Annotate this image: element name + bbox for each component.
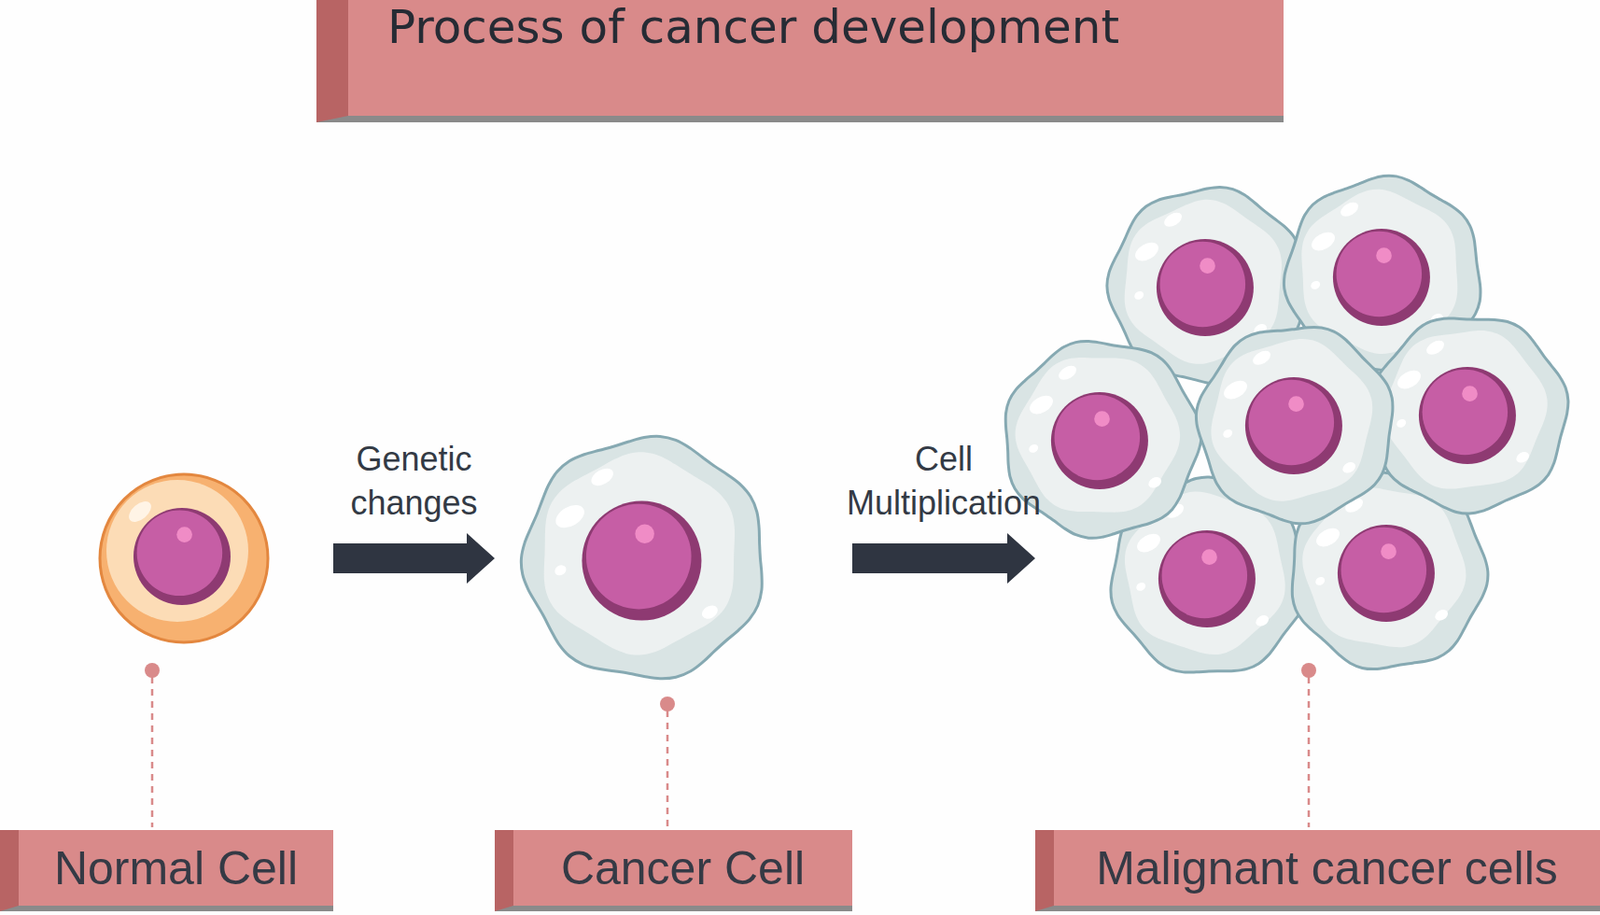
cell-highlight (1055, 363, 1079, 383)
nucleus-rim (1245, 377, 1343, 475)
nucleus-highlight (1199, 257, 1216, 274)
cell-highlight (1221, 377, 1251, 404)
cytoplasm (1383, 330, 1548, 490)
nucleus-highlight (176, 526, 193, 543)
cell-highlight (1249, 348, 1273, 368)
cell-highlight (588, 464, 617, 490)
nucleus-rim (133, 507, 231, 605)
normal-cell (99, 474, 268, 643)
cell-highlight (1340, 460, 1358, 476)
cell-highlight (1161, 210, 1184, 230)
arrow-label: Cell Multiplication (845, 437, 1042, 526)
process-arrow (852, 533, 1036, 584)
nucleus-rim (581, 501, 702, 621)
cell-highlight (1314, 575, 1327, 587)
nucleus (1162, 533, 1249, 619)
process-arrow (333, 533, 495, 584)
cell-highlight (1221, 427, 1235, 439)
cell-highlight (1135, 580, 1148, 592)
label-band: Malignant cancer cells (1035, 829, 1600, 912)
cell-stage: Cancer Cell (494, 504, 853, 912)
arrow-label-box: Genetic changes (274, 437, 555, 526)
cell-stage: Normal Cell (0, 504, 334, 912)
nucleus (1160, 241, 1247, 328)
cell-highlight (1026, 392, 1057, 419)
leader-dot (659, 696, 675, 712)
label-band: Cancer Cell (494, 829, 853, 912)
cell-highlight (1395, 417, 1408, 429)
nucleus-rim (1156, 238, 1254, 337)
leader-dot (1301, 662, 1317, 678)
nucleus-highlight (1375, 247, 1392, 264)
cell-highlight (552, 562, 568, 577)
cell-highlight (1394, 366, 1425, 393)
cell-highlight (1132, 238, 1163, 266)
cell-highlight (1134, 530, 1165, 557)
nucleus-rim (1051, 392, 1149, 490)
nucleus-rim (1337, 524, 1435, 622)
stage-label: Cancer Cell (561, 841, 805, 896)
cell-membrane (520, 435, 762, 679)
nucleus (1422, 369, 1509, 456)
cell-membrane (1371, 318, 1569, 514)
nucleus-rim (1158, 530, 1256, 628)
cell-stage: Malignant cancer cells (1035, 504, 1600, 912)
cancer-cell (520, 435, 762, 679)
stage-label: Malignant cancer cells (1095, 841, 1558, 896)
nucleus-highlight (634, 524, 654, 544)
nucleus (137, 510, 224, 597)
nucleus (1336, 231, 1423, 318)
nucleus-rim (1418, 366, 1516, 464)
cancer-cell (1371, 318, 1569, 514)
cell-highlight (1133, 289, 1146, 301)
arrow-label-box: Cell Multiplication (803, 437, 1084, 526)
nucleus-rim (1333, 228, 1431, 326)
cytoplasm (106, 479, 249, 622)
title-band: Process of cancer development (316, 0, 1284, 123)
label-band: Normal Cell (0, 829, 334, 912)
leader-dot (144, 662, 160, 678)
leader-line (151, 676, 155, 828)
leader-line (666, 710, 670, 828)
arrow-label: Genetic changes (316, 437, 513, 526)
diagram-title: Process of cancer development (348, 0, 1120, 55)
cancer-cell (1195, 327, 1393, 524)
nucleus (1054, 394, 1141, 481)
cytoplasm (1210, 338, 1373, 502)
cell-highlight (1337, 199, 1361, 220)
cell-highlight (1309, 279, 1322, 291)
cell-highlight (699, 603, 720, 622)
cell-membrane (99, 474, 268, 643)
cell-highlight (1027, 442, 1040, 454)
stage-label: Normal Cell (54, 841, 298, 896)
cell-highlight (1423, 337, 1446, 358)
nucleus-highlight (1094, 410, 1110, 427)
nucleus (586, 504, 692, 610)
nucleus-highlight (1288, 395, 1305, 412)
nucleus-highlight (1380, 543, 1397, 560)
nucleus (1249, 379, 1335, 466)
leader-line (1307, 676, 1311, 828)
cell-highlight (1308, 228, 1339, 255)
cell-highlight (1146, 475, 1164, 491)
cell-highlight (1514, 449, 1531, 465)
cell-highlight (551, 500, 589, 533)
cell-highlight (1432, 607, 1450, 623)
nucleus-highlight (1461, 385, 1478, 402)
cell-membrane (1195, 327, 1393, 524)
cytoplasm (544, 451, 735, 655)
nucleus-highlight (1201, 548, 1218, 565)
cell-highlight (1313, 524, 1344, 551)
cell-highlight (1253, 613, 1271, 629)
nucleus (1341, 527, 1428, 614)
